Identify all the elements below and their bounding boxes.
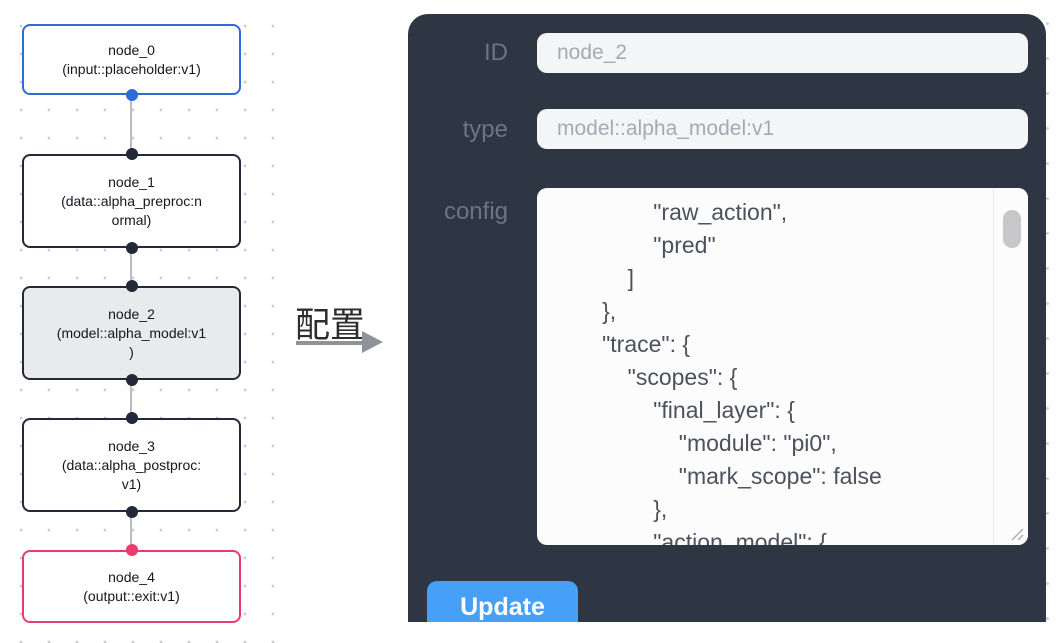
node-label-line: (data::alpha_preproc:n (61, 192, 202, 209)
node-label-line: node_4 (108, 568, 155, 585)
node-handle-top[interactable] (126, 412, 138, 424)
node-label-line: (output::exit:v1) (83, 587, 180, 604)
node-handle-top[interactable] (126, 148, 138, 160)
update-button[interactable]: Update (427, 581, 578, 622)
node-handle-bottom[interactable] (126, 242, 138, 254)
flow-node-node_4[interactable]: node_4(output::exit:v1) (22, 550, 241, 623)
node-handle-bottom[interactable] (126, 506, 138, 518)
type-label: type (462, 116, 508, 143)
node-label-line: (data::alpha_postproc: (61, 456, 202, 473)
flow-canvas[interactable]: node_0(input::placeholder:v1)node_1(data… (0, 0, 278, 643)
node-label-line: node_2 (108, 305, 155, 322)
edge-connector (130, 95, 132, 154)
arrow-head-icon (362, 331, 383, 353)
config-json-text: "raw_action", "pred" ] }, "trace": { "sc… (602, 199, 882, 545)
node-label-line: (model::alpha_model:v1 (56, 324, 207, 341)
node-handle-top[interactable] (126, 280, 138, 292)
config-region: ID type config "raw_action", "pred" ] },… (390, 0, 1062, 643)
node-label-line: node_3 (108, 437, 155, 454)
node-label-line: ormal) (111, 211, 152, 228)
flow-node-node_0[interactable]: node_0(input::placeholder:v1) (22, 24, 241, 95)
flow-node-node_2[interactable]: node_2(model::alpha_model:v1) (22, 286, 241, 380)
arrow-line-icon (296, 341, 364, 345)
node-label-line: (input::placeholder:v1) (62, 60, 201, 77)
config-panel: ID type config "raw_action", "pred" ] },… (408, 14, 1046, 622)
id-input[interactable] (537, 33, 1028, 73)
scrollbar-track[interactable] (993, 188, 1028, 545)
config-label: config (443, 198, 508, 225)
flow-node-node_3[interactable]: node_3(data::alpha_postproc:v1) (22, 418, 241, 512)
config-textarea[interactable]: "raw_action", "pred" ] }, "trace": { "sc… (537, 188, 1028, 545)
edge-connector (130, 248, 132, 286)
node-label-line: v1) (121, 475, 142, 492)
node-handle-top[interactable] (126, 544, 138, 556)
node-handle-bottom[interactable] (126, 374, 138, 386)
resize-handle-icon[interactable] (1007, 524, 1025, 542)
type-input[interactable] (537, 109, 1028, 149)
id-label: ID (484, 39, 508, 66)
node-label-line: node_0 (108, 41, 155, 58)
scrollbar-thumb[interactable] (1003, 210, 1021, 248)
edge-connector (130, 380, 132, 418)
caption-text: 配置 (294, 306, 365, 345)
node-label-line: node_1 (108, 173, 155, 190)
edge-connector (130, 512, 132, 550)
node-label-line: ) (129, 343, 134, 360)
node-handle-bottom[interactable] (126, 89, 138, 101)
